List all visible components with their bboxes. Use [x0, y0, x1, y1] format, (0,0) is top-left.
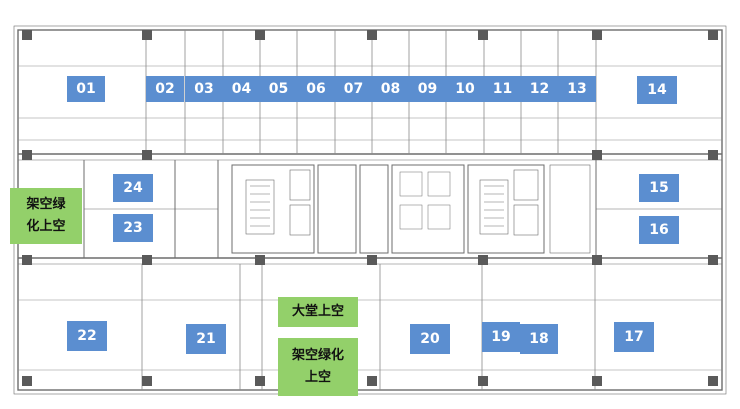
unit-13-label: 13	[558, 76, 596, 102]
unit-23-label: 23	[113, 214, 153, 242]
unit-17-label: 17	[614, 322, 654, 352]
unit-22-label: 22	[67, 321, 107, 351]
unit-12-label: 12	[521, 76, 558, 102]
unit-24-label: 24	[113, 174, 153, 202]
bottom-terrace-void: 架空绿化 上空	[278, 338, 358, 396]
unit-21-label: 21	[186, 324, 226, 354]
unit-05-label: 05	[260, 76, 297, 102]
unit-04-label: 04	[223, 76, 260, 102]
left-terrace-void: 架空绿 化上空	[10, 188, 82, 244]
unit-11-label: 11	[484, 76, 521, 102]
bottom-terrace-line2: 上空	[304, 370, 331, 385]
left-terrace-line2: 化上空	[26, 219, 66, 234]
unit-16-label: 16	[639, 216, 679, 244]
unit-20-label: 20	[410, 324, 450, 354]
unit-14-label: 14	[637, 76, 677, 104]
left-terrace-line1: 架空绿	[26, 197, 66, 212]
unit-03-label: 03	[185, 76, 223, 102]
lobby-void: 大堂上空	[278, 297, 358, 327]
bottom-partitions	[18, 264, 722, 390]
unit-01-label: 01	[67, 76, 105, 102]
bottom-terrace-line1: 架空绿化	[291, 348, 344, 363]
unit-10-label: 10	[446, 76, 484, 102]
unit-06-label: 06	[297, 76, 335, 102]
unit-08-label: 08	[372, 76, 409, 102]
structural-columns	[22, 30, 718, 386]
unit-15-label: 15	[639, 174, 679, 202]
unit-19-label: 19	[482, 322, 520, 352]
middle-core	[83, 160, 722, 258]
unit-07-label: 07	[335, 76, 372, 102]
unit-18-label: 18	[520, 324, 558, 354]
unit-09-label: 09	[409, 76, 446, 102]
unit-02-label: 02	[146, 76, 184, 102]
